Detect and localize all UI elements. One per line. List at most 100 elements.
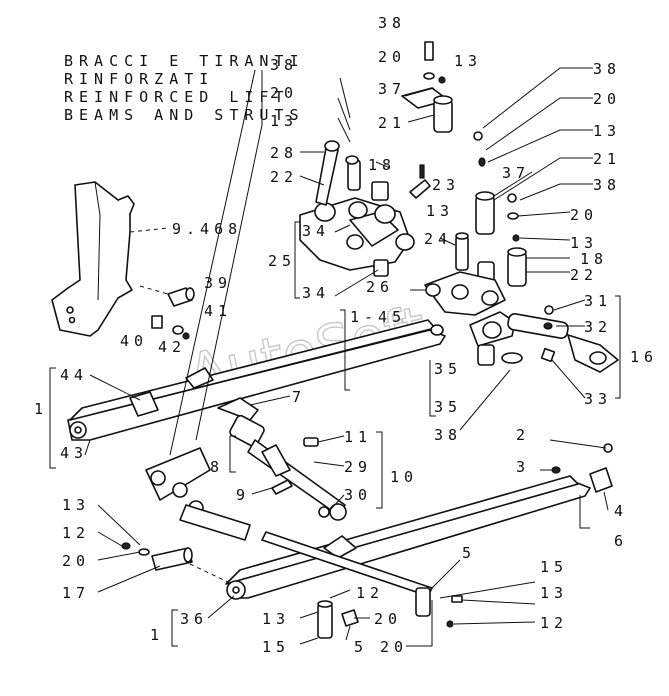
pin-5-right [415, 587, 431, 617]
label-24: 24 [424, 230, 452, 248]
label-9-468: 9.468 [172, 220, 242, 238]
label-20: 20 [62, 552, 90, 570]
pin-35 [477, 344, 495, 366]
label-28: 28 [270, 144, 298, 162]
label-18: 18 [368, 156, 396, 174]
label-20: 20 [593, 90, 621, 108]
leader-9468 [129, 227, 169, 233]
title-line-3: REINFORCED LIFT [64, 88, 289, 106]
label-11: 11 [344, 428, 372, 446]
label-1: 1 [150, 626, 164, 644]
pin-15-bottom [317, 603, 333, 639]
label-10: 10 [390, 468, 418, 486]
pin-24 [455, 235, 469, 271]
label-20: 20 [374, 610, 402, 628]
label-38: 38 [593, 176, 621, 194]
lower-clevis-assembly [121, 447, 251, 571]
label-6: 6 [614, 532, 628, 550]
label-4: 4 [614, 502, 628, 520]
label-21: 21 [593, 150, 621, 168]
label-8: 8 [210, 458, 224, 476]
support-bracket [51, 181, 135, 337]
top-stack-fasteners [401, 41, 453, 133]
label-7: 7 [292, 388, 306, 406]
label-38: 38 [434, 426, 462, 444]
pin-23 [409, 179, 431, 199]
label-13: 13 [426, 202, 454, 220]
label-38: 38 [378, 14, 406, 32]
label-3: 3 [516, 458, 530, 476]
center-bracket-assembly [299, 181, 415, 277]
label-37: 37 [502, 164, 530, 182]
label-20: 20 [270, 84, 298, 102]
label-20: 20 [380, 638, 408, 656]
clip-5-bottom [341, 609, 359, 627]
label-44: 44 [60, 366, 88, 384]
label-40: 40 [120, 332, 148, 350]
label-33: 33 [584, 390, 612, 408]
washer-35 [501, 352, 523, 364]
pin-23-top [419, 164, 425, 179]
label-12: 12 [356, 584, 384, 602]
label-13: 13 [570, 234, 598, 252]
label-42: 42 [158, 338, 186, 356]
label-37: 37 [378, 80, 406, 98]
title-line-4: BEAMS AND STRUTS [64, 106, 305, 124]
link-rod-28 [315, 140, 340, 206]
label-30: 30 [344, 486, 372, 504]
lift-strut-10 [217, 397, 347, 521]
bolt-13 [451, 595, 463, 603]
label-21: 21 [378, 114, 406, 132]
label-41: 41 [204, 302, 232, 320]
label-32: 32 [584, 318, 612, 336]
label-31: 31 [584, 292, 612, 310]
label-13: 13 [262, 610, 290, 628]
leader-lines [49, 67, 621, 647]
label-17: 17 [62, 584, 90, 602]
label-29: 29 [344, 458, 372, 476]
label-23: 23 [432, 176, 460, 194]
label-43: 43 [60, 444, 88, 462]
label-26: 26 [366, 278, 394, 296]
label-5: 5 [462, 544, 476, 562]
label-16: 16 [630, 348, 658, 366]
label-38: 38 [270, 56, 298, 74]
label-5: 5 [354, 638, 368, 656]
washer-18 [345, 155, 359, 165]
turnbuckle-16 [469, 305, 619, 373]
label-25: 25 [268, 252, 296, 270]
label-34: 34 [302, 222, 330, 240]
label-1-45: 1-45 [350, 308, 406, 326]
part-labels: 38 20 13 37 21 38 20 13 28 22 18 23 13 2… [34, 14, 658, 656]
title-line-1: BRACCI E TIRANTI [64, 52, 305, 70]
label-15: 15 [540, 558, 568, 576]
label-13: 13 [593, 122, 621, 140]
label-13: 13 [540, 584, 568, 602]
label-35: 35 [434, 398, 462, 416]
label-13: 13 [270, 112, 298, 130]
label-18: 18 [580, 250, 608, 268]
label-20: 20 [378, 48, 406, 66]
label-38: 38 [593, 60, 621, 78]
label-9: 9 [236, 486, 250, 504]
label-1: 1 [34, 400, 48, 418]
label-12: 12 [540, 614, 568, 632]
diagram-title: BRACCI E TIRANTI RINFORZATI REINFORCED L… [64, 52, 305, 124]
label-13: 13 [454, 52, 482, 70]
label-35: 35 [434, 360, 462, 378]
label-34: 34 [302, 284, 330, 302]
label-20: 20 [570, 206, 598, 224]
label-13: 13 [62, 496, 90, 514]
label-12: 12 [62, 524, 90, 542]
leader-39 [139, 285, 169, 295]
label-36: 36 [180, 610, 208, 628]
label-15: 15 [262, 638, 290, 656]
label-39: 39 [204, 274, 232, 292]
label-22: 22 [270, 168, 298, 186]
pin-assembly-39 [151, 287, 195, 340]
right-upper-stack [473, 131, 527, 287]
upper-lift-beam [67, 319, 446, 441]
label-22: 22 [570, 266, 598, 284]
